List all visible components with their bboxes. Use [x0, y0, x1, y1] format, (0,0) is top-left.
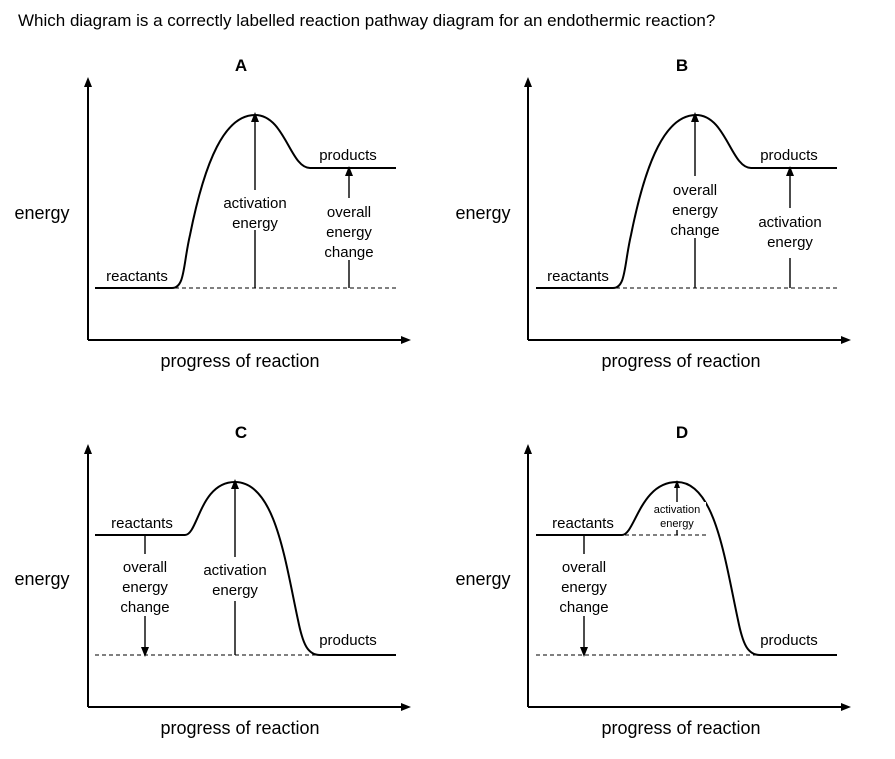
diagram-title: D — [676, 423, 688, 442]
x-axis-label: progress of reaction — [160, 718, 319, 738]
arrow-label: energy — [326, 224, 372, 241]
arrow-label: energy — [122, 579, 168, 596]
x-axis-label: progress of reaction — [160, 351, 319, 371]
arrow-label: change — [324, 244, 373, 261]
arrow-label: change — [559, 599, 608, 616]
arrow-label: energy — [767, 234, 813, 251]
arrow-label: change — [120, 599, 169, 616]
y-axis-label: energy — [455, 569, 510, 589]
diagram-b: B reactants products overall energy chan… — [536, 56, 837, 289]
diagram-a: A reactants products activation energy o… — [95, 56, 396, 289]
arrow-label: activation — [758, 214, 821, 231]
arrow-label: overall — [673, 182, 717, 199]
diagram-title: C — [235, 423, 247, 442]
arrow-label: activation — [223, 195, 286, 212]
arrow-label: energy — [660, 518, 694, 530]
products-label: products — [760, 632, 818, 649]
axes — [84, 77, 851, 711]
arrow-label: activation — [203, 562, 266, 579]
y-axis-label: energy — [14, 203, 69, 223]
reactants-label: reactants — [547, 268, 609, 285]
arrow-label: energy — [212, 582, 258, 599]
diagram-d: D reactants products overall energy chan… — [536, 423, 837, 657]
y-axis-label: energy — [14, 569, 69, 589]
reactants-label: reactants — [111, 515, 173, 532]
products-label: products — [319, 632, 377, 649]
arrow-label: overall — [562, 559, 606, 576]
arrow-label: overall — [327, 204, 371, 221]
arrow-label: activation — [654, 504, 700, 516]
diagram-title: B — [676, 56, 688, 75]
y-axis-label: energy — [455, 203, 510, 223]
reactants-label: reactants — [106, 268, 168, 285]
arrow-label: change — [670, 222, 719, 239]
arrow-label: energy — [561, 579, 607, 596]
products-label: products — [319, 147, 377, 164]
arrow-label: overall — [123, 559, 167, 576]
x-axis-label: progress of reaction — [601, 351, 760, 371]
products-label: products — [760, 147, 818, 164]
arrow-label: energy — [672, 202, 718, 219]
arrow-label: energy — [232, 215, 278, 232]
reactants-label: reactants — [552, 515, 614, 532]
diagram-title: A — [235, 56, 247, 75]
diagram-c: C reactants products overall energy chan… — [95, 423, 396, 657]
question-text: Which diagram is a correctly labelled re… — [18, 11, 715, 30]
x-axis-label: progress of reaction — [601, 718, 760, 738]
